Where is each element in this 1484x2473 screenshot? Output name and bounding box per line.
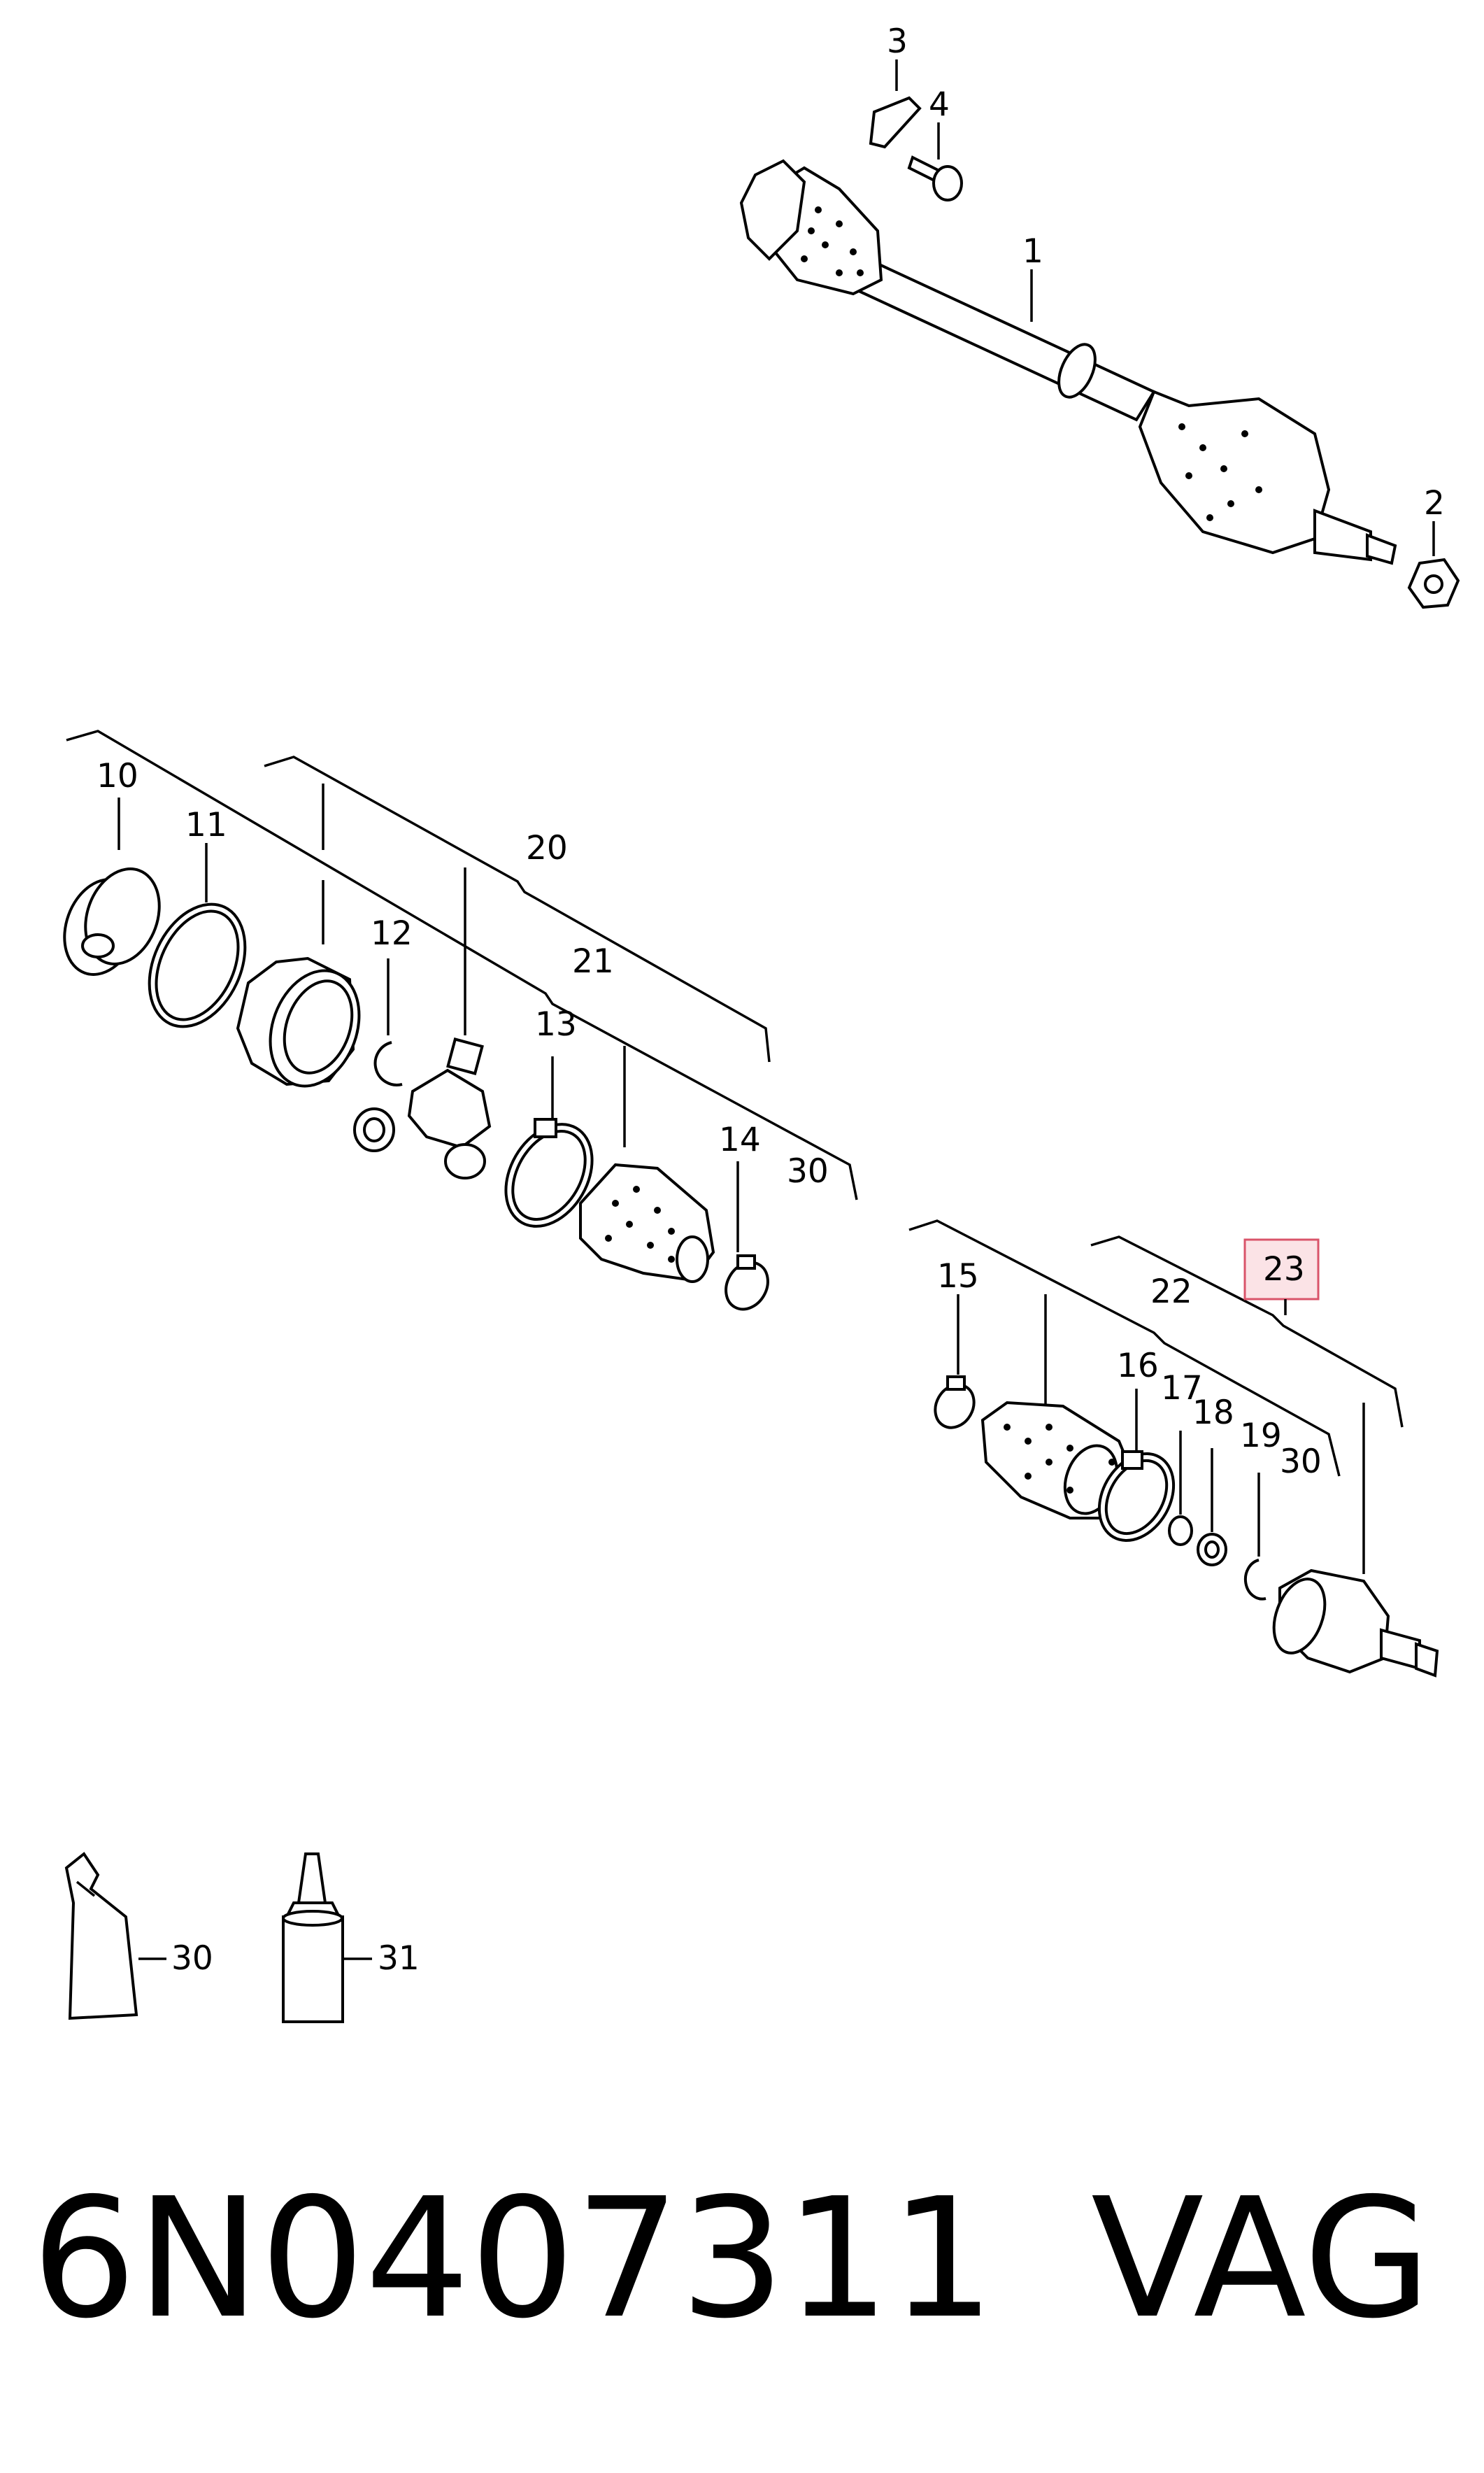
sealant-bottle-part-31 xyxy=(282,1852,344,2023)
boot-inner xyxy=(579,1163,715,1283)
cap-part-10 xyxy=(63,867,161,976)
callout-18: 18 xyxy=(1192,1394,1234,1432)
callout-3: 3 xyxy=(887,22,908,61)
circlip-part-12 xyxy=(373,1041,403,1086)
group-brackets-inner xyxy=(66,730,858,1200)
inner-joint-boot xyxy=(739,159,883,296)
outer-joint-boot xyxy=(1138,390,1397,565)
callout-30-inner: 30 xyxy=(787,1152,829,1191)
callout-15: 15 xyxy=(937,1257,979,1296)
clamp-part-13 xyxy=(504,1118,594,1228)
bolt-part-4 xyxy=(907,155,963,201)
callout-16: 16 xyxy=(1117,1347,1159,1385)
joint-housing xyxy=(236,956,361,1088)
callout-11: 11 xyxy=(185,806,227,844)
ring-part-11 xyxy=(148,902,247,1028)
grease-tube-part-30 xyxy=(64,1852,138,2020)
callout-1: 1 xyxy=(1022,232,1043,271)
clamp-part-14 xyxy=(725,1254,769,1311)
group-brackets-outer xyxy=(908,1219,1404,1477)
callout-23: 23 xyxy=(1263,1250,1305,1289)
part-number-caption: 6N0407311 xyxy=(31,2162,995,2355)
callout-2: 2 xyxy=(1424,484,1445,523)
nut-part-2 xyxy=(1407,558,1460,609)
callout-20: 20 xyxy=(526,829,568,867)
callout-30-outer: 30 xyxy=(1280,1443,1322,1481)
callout-31: 31 xyxy=(378,1939,420,1978)
ring-part-17 xyxy=(1168,1515,1193,1546)
spacer-ring xyxy=(353,1107,395,1152)
spacer-part-18 xyxy=(1197,1533,1227,1566)
callout-12: 12 xyxy=(371,914,413,953)
outer-cv-joint-part-23 xyxy=(1272,1568,1439,1678)
brand-caption: VAG xyxy=(1091,2162,1432,2355)
locking-plate-part-3 xyxy=(869,96,922,149)
callout-17: 17 xyxy=(1161,1369,1203,1408)
highlighted-callout-box xyxy=(1243,1238,1320,1301)
callout-19: 19 xyxy=(1240,1417,1282,1455)
callout-30-grease: 30 xyxy=(171,1939,213,1978)
callout-13: 13 xyxy=(535,1005,577,1044)
callout-14: 14 xyxy=(719,1121,761,1159)
clamp-part-15 xyxy=(934,1375,976,1429)
callout-21: 21 xyxy=(572,942,614,981)
callout-4: 4 xyxy=(929,85,950,124)
callout-10: 10 xyxy=(97,757,138,795)
clamp-part-16 xyxy=(1097,1450,1176,1542)
circlip-part-19 xyxy=(1243,1559,1267,1601)
tripod-roller xyxy=(407,1037,492,1179)
callout-22: 22 xyxy=(1150,1273,1192,1311)
drive-shaft-assembly xyxy=(739,159,1397,565)
